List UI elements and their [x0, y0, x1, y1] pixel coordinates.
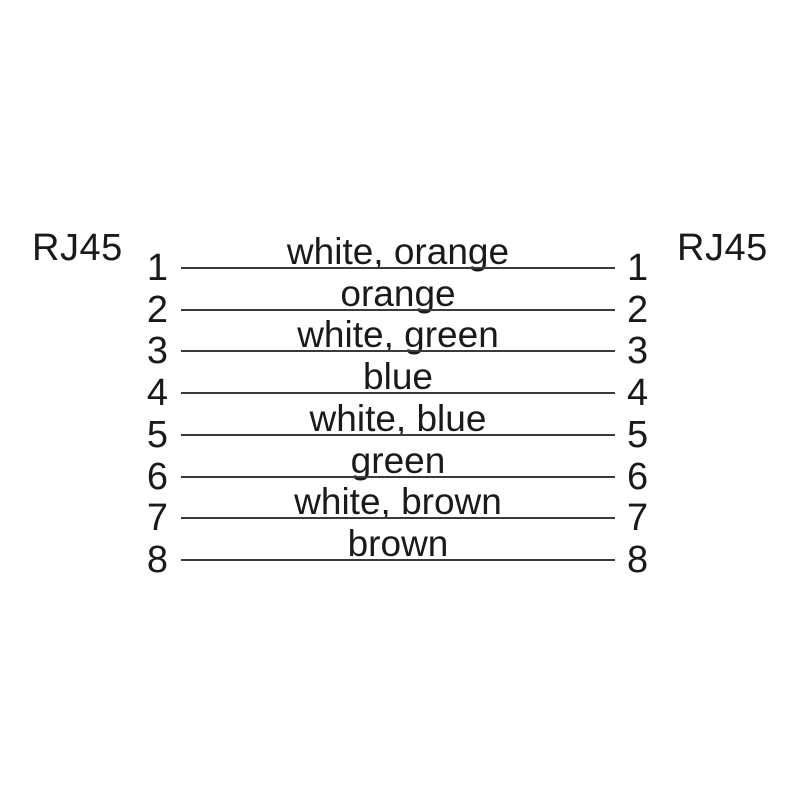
pin-number-right: 2 — [627, 289, 649, 331]
wire-color-label: blue — [363, 356, 433, 397]
pin-number-right: 8 — [627, 539, 649, 581]
wire-color-label: brown — [347, 523, 449, 564]
pin-number-right: 7 — [627, 497, 649, 539]
pin-number-right: 4 — [627, 372, 649, 414]
pin-number-right: 5 — [627, 414, 649, 456]
pin-number-left: 7 — [146, 497, 168, 539]
pin-number-left: 5 — [146, 414, 168, 456]
pin-number-right: 1 — [627, 247, 649, 289]
wire-color-label: white, green — [297, 314, 499, 355]
right-connector-label: RJ45 — [677, 227, 768, 269]
pin-number-right: 3 — [627, 330, 649, 372]
pin-number-right: 6 — [627, 456, 649, 498]
wire-line — [181, 267, 615, 269]
pin-number-left: 3 — [146, 330, 168, 372]
wire-color-label: white, orange — [286, 231, 510, 272]
pin-number-left: 4 — [146, 372, 168, 414]
wire-color-label: white, brown — [294, 481, 502, 522]
wire-line — [181, 309, 615, 311]
wire-line — [181, 559, 615, 561]
left-connector-label: RJ45 — [32, 227, 123, 269]
wire-line — [181, 392, 615, 394]
wire-line — [181, 350, 615, 352]
wire-color-label: white, blue — [309, 398, 487, 439]
wire-color-label: orange — [340, 273, 456, 314]
wire-line — [181, 476, 615, 478]
pin-number-left: 1 — [146, 247, 168, 289]
wire-line — [181, 434, 615, 436]
wire-line — [181, 517, 615, 519]
pin-number-left: 8 — [146, 539, 168, 581]
pin-number-left: 6 — [146, 456, 168, 498]
pin-number-left: 2 — [146, 289, 168, 331]
wire-color-label: green — [350, 440, 446, 481]
